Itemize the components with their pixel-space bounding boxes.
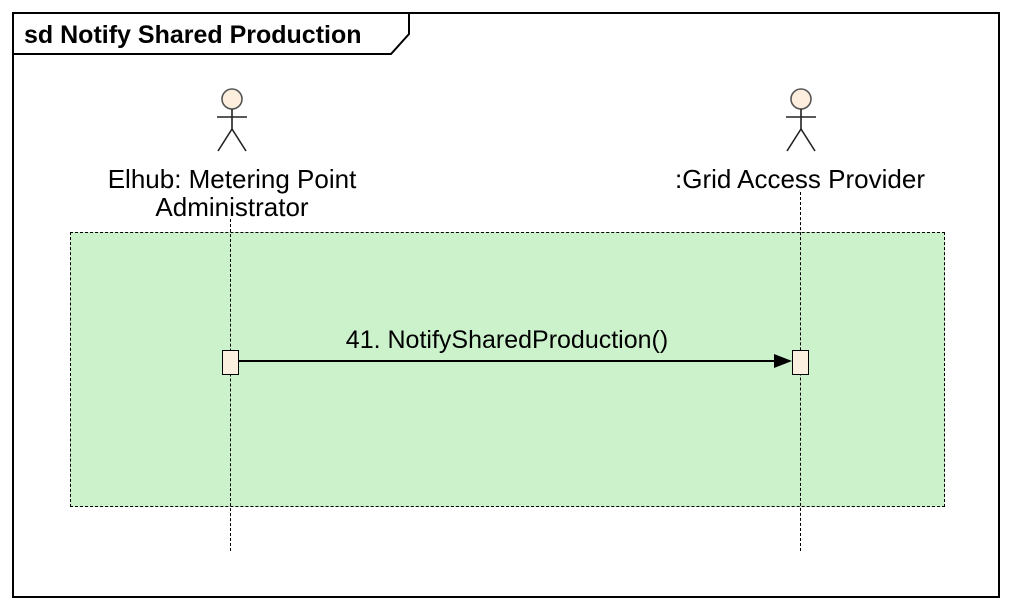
actor-label-line: Administrator [155,192,309,222]
actor-icon [217,88,247,152]
frame-tab-shape [12,12,410,55]
actor-head [790,88,812,110]
actor-icon [786,88,816,152]
interaction-region [70,232,945,507]
actor-label-line: :Grid Access Provider [675,164,925,194]
actor-label-line: Elhub: Metering Point [107,164,357,194]
activation-grid-access-provider [792,350,809,375]
actor-label-grid-access-provider: :Grid Access Provider [655,165,945,193]
message-label: 41. NotifySharedProduction() [345,326,669,354]
frame-title-tab [12,12,410,55]
activation-elhub [222,350,239,375]
lifeline-elhub [230,219,231,551]
message-line [239,360,776,362]
frame-title: sd Notify Shared Production [24,21,362,49]
actor-label-elhub: Elhub: Metering Point Administrator [82,165,382,221]
actor-head [221,88,243,110]
arrowhead-icon [774,354,792,368]
